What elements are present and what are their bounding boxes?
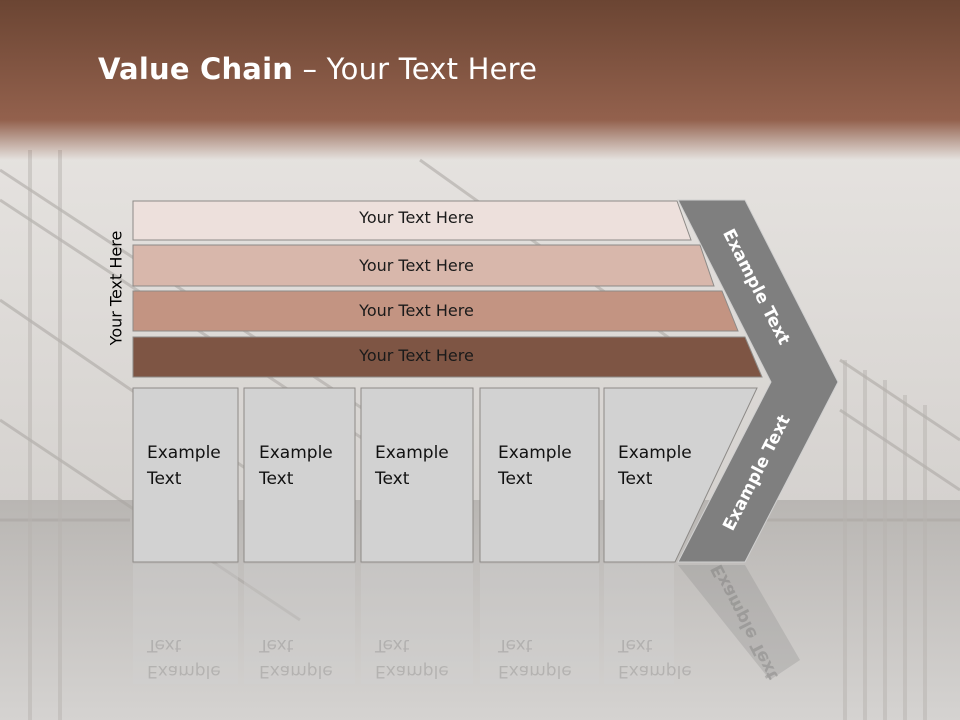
- column-3-shape: [360, 387, 474, 563]
- bar-4-label: Your Text Here: [359, 346, 474, 365]
- chevron-arrow-shape: [677, 199, 839, 563]
- column-3-reflection-line2: Text: [375, 635, 410, 655]
- side-label-text: Your Text Here: [106, 230, 126, 346]
- column-5-label: Example Text: [618, 440, 692, 492]
- column-3-label: Example Text: [375, 440, 449, 492]
- column-1-reflection-line1: Example: [147, 661, 221, 681]
- column-1-label: Example Text: [147, 440, 221, 492]
- bar-2-shape: [132, 244, 715, 287]
- column-4-reflection-line2: Text: [498, 635, 533, 655]
- column-5-reflection-line2: Text: [618, 635, 653, 655]
- bar-1-shape: [132, 200, 692, 241]
- column-1-reflection-line2: Text: [147, 635, 182, 655]
- column-4-line2: Text: [498, 469, 533, 489]
- slide-title: Value Chain – Your Text Here: [98, 52, 537, 86]
- column-2-reflection-line2: Text: [259, 635, 294, 655]
- column-4-reflection-line1: Example: [498, 661, 572, 681]
- column-5-reflection-line1: Example: [618, 661, 692, 681]
- bar-3-shape: [132, 290, 739, 332]
- bar-2-label: Your Text Here: [359, 256, 474, 275]
- column-5-line2: Text: [618, 469, 653, 489]
- title-rest: – Your Text Here: [293, 52, 538, 86]
- bar-1-label: Your Text Here: [359, 208, 474, 227]
- column-4-reflection: Example Text: [498, 632, 572, 684]
- column-3-line2: Text: [375, 469, 410, 489]
- column-4-shape: [479, 387, 600, 563]
- column-3-reflection: Example Text: [375, 632, 449, 684]
- bar-4-shape: [132, 336, 763, 378]
- column-5-reflection: Example Text: [618, 632, 692, 684]
- column-1-reflection: Example Text: [147, 632, 221, 684]
- column-4-line1: Example: [498, 443, 572, 463]
- column-2-label: Example Text: [259, 440, 333, 492]
- column-2-reflection-line1: Example: [259, 661, 333, 681]
- column-1-line1: Example: [147, 443, 221, 463]
- column-3-line1: Example: [375, 443, 449, 463]
- column-1-shape: [132, 387, 239, 563]
- column-2-shape: [243, 387, 356, 563]
- column-3-reflection-line1: Example: [375, 661, 449, 681]
- title-bold: Value Chain: [98, 52, 294, 86]
- bar-3-label: Your Text Here: [359, 301, 474, 320]
- column-2-reflection: Example Text: [259, 632, 333, 684]
- column-4-label: Example Text: [498, 440, 572, 492]
- column-5-shape: [603, 387, 758, 563]
- column-2-line2: Text: [259, 469, 294, 489]
- column-5-line1: Example: [618, 443, 692, 463]
- column-2-line1: Example: [259, 443, 333, 463]
- column-1-line2: Text: [147, 469, 182, 489]
